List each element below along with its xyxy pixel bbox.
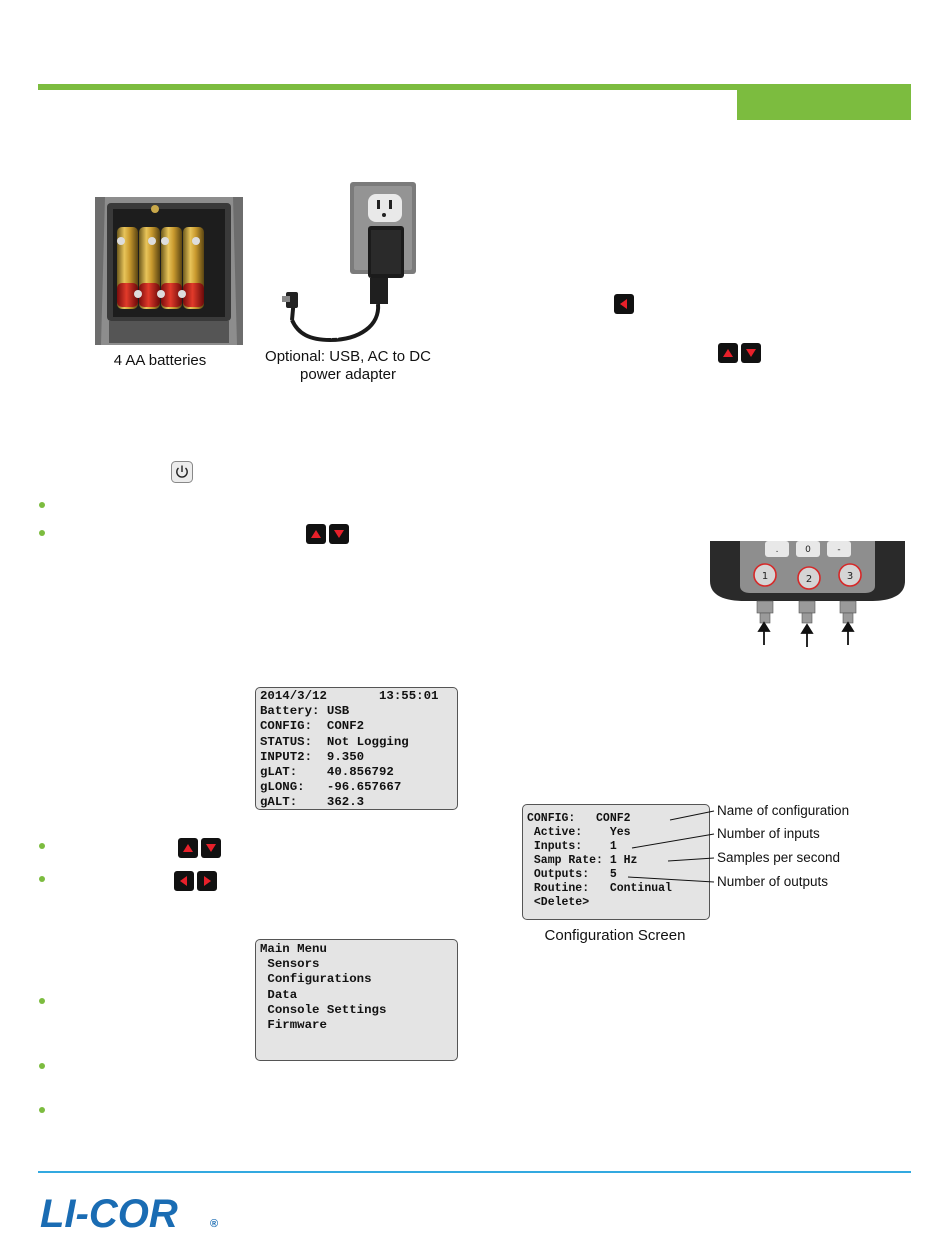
main-menu-screen: Main Menu Sensors Configurations Data Co… (255, 939, 458, 1061)
left-arrow-key-icon (614, 294, 634, 314)
batteries-caption: 4 AA batteries (113, 352, 207, 369)
power-button-icon (171, 461, 193, 483)
bullet (39, 1063, 45, 1069)
annotation-number-of-outputs: Number of outputs (717, 874, 829, 889)
bullet (39, 998, 45, 1004)
up-arrow-key-icon (178, 838, 198, 858)
power-adapter-photo (270, 180, 430, 350)
annotation-leader-lines (627, 810, 715, 883)
licor-logo-text: LI-COR (40, 1192, 178, 1233)
up-arrow-key-icon (718, 343, 738, 363)
main-menu-item-firmware[interactable]: Firmware (260, 1018, 327, 1033)
status-screen-line: gLAT: 40.856792 (260, 765, 394, 780)
annotation-number-of-inputs: Number of inputs (717, 826, 820, 841)
bullet (39, 530, 45, 536)
up-arrow-key-icon (306, 524, 326, 544)
registered-mark: ® (210, 1218, 218, 1230)
main-menu-item-sensors[interactable]: Sensors (260, 957, 320, 972)
adapter-caption-line-2: power adapter (300, 366, 396, 383)
main-menu-item-configurations[interactable]: Configurations (260, 972, 372, 987)
configuration-screen: CONFIG: CONF2 Active: Yes Inputs: 1 Samp… (522, 804, 710, 920)
adapter-caption-line-1: Optional: USB, AC to DC (265, 348, 431, 365)
config-screen-line: CONFIG: CONF2 (527, 812, 631, 825)
port-label-3: 3 (847, 571, 853, 582)
config-screen-line: Active: Yes (527, 826, 631, 839)
bullet (39, 502, 45, 508)
main-menu-title: Main Menu (260, 942, 327, 956)
bullet (39, 876, 45, 882)
status-screen-line: CONFIG: CONF2 (260, 719, 365, 734)
down-arrow-key-icon (741, 343, 761, 363)
keypad-key-zero: 0 (805, 545, 811, 555)
configuration-screen-caption: Configuration Screen (544, 927, 686, 944)
bullet (39, 843, 45, 849)
annotation-name-of-configuration: Name of configuration (717, 803, 850, 818)
annotation-samples-per-second: Samples per second (717, 850, 841, 865)
left-arrow-key-icon (174, 871, 194, 891)
right-arrow-key-icon (197, 871, 217, 891)
battery-compartment-photo (95, 197, 243, 345)
keypad-key-minus: - (837, 545, 840, 555)
header-rule (38, 84, 911, 90)
licor-logo: LI-COR ® (40, 1191, 230, 1238)
adapter-caption: Optional: USB, AC to DC power adapter (254, 348, 442, 384)
config-screen-line: <Delete> (527, 896, 590, 909)
status-screen-line: INPUT2: 9.350 (260, 749, 365, 764)
keypad-key-dot: . (776, 545, 779, 555)
config-screen-line: Outputs: 5 (527, 868, 617, 881)
port-label-1: 1 (762, 571, 768, 582)
config-screen-line: Samp Rate: 1 Hz (527, 854, 638, 867)
main-menu-item-console-settings[interactable]: Console Settings (260, 1002, 387, 1017)
connector-panel-photo: . 0 - 1 2 3 (710, 541, 905, 649)
status-screen-line: STATUS: Not Logging (260, 734, 409, 749)
down-arrow-key-icon (201, 838, 221, 858)
status-screen-line: 2014/3/12 13:55:01 (260, 689, 439, 703)
status-screen-line: Battery: USB (260, 704, 350, 719)
bullet (39, 1107, 45, 1113)
down-arrow-key-icon (329, 524, 349, 544)
status-screen-line: gALT: 362.3 (260, 795, 365, 810)
footer-rule (38, 1171, 911, 1173)
header-tab (737, 84, 911, 120)
status-screen: 2014/3/12 13:55:01 Battery: USB CONFIG: … (255, 687, 458, 810)
config-screen-line: Inputs: 1 (527, 840, 617, 853)
port-label-2: 2 (806, 574, 812, 585)
status-screen-line: gLONG: -96.657667 (260, 780, 402, 795)
main-menu-item-data[interactable]: Data (260, 987, 298, 1002)
config-screen-line: Routine: Continual (527, 882, 672, 895)
